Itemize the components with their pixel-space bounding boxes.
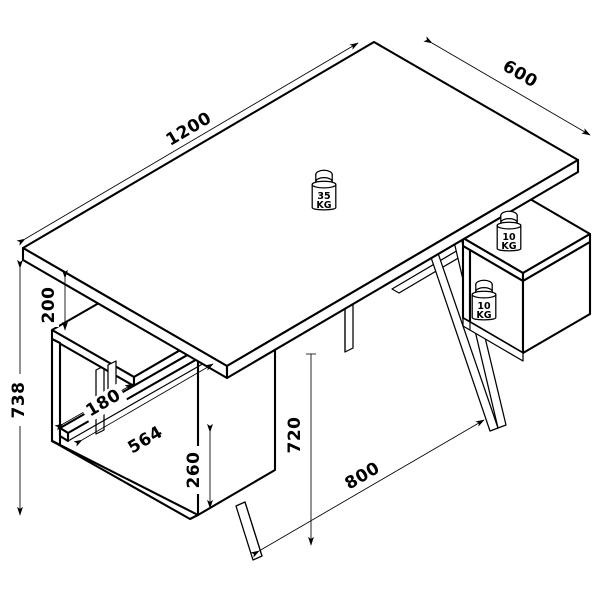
dim-label-720: 720 <box>285 417 305 454</box>
right-unit-lower-edge <box>462 317 471 323</box>
weight-body-top-ellipse <box>471 290 497 299</box>
load-unit-right-shelf: KG <box>476 310 491 321</box>
load-unit-desktop: KG <box>316 200 331 211</box>
dim-line-600 <box>423 36 591 136</box>
load-unit-right-top: KG <box>501 241 516 252</box>
dim-label-738: 738 <box>9 382 29 419</box>
right-unit-lower-board <box>462 317 524 362</box>
dim-label-260: 260 <box>184 452 204 489</box>
dim-line-1200 <box>16 42 359 246</box>
dim-label-bg-260 <box>184 446 205 494</box>
shelf-side-panel-left <box>50 337 62 447</box>
dim-label-bg-738 <box>9 374 30 426</box>
dim-line-564 <box>73 363 214 447</box>
dim-line-800 <box>250 419 485 558</box>
load-value-right-top: 10 <box>502 232 516 243</box>
load-value-right-shelf: 10 <box>477 301 491 312</box>
shelf-bottom-front-rail <box>50 439 200 521</box>
dimension-total-height-738: 738 <box>9 259 30 516</box>
right-shelf-unit <box>461 197 592 362</box>
right-unit-bottom-rear <box>522 313 591 354</box>
dim-label-bg-1200 <box>159 106 219 153</box>
weight-body-top-ellipse <box>311 180 337 189</box>
dim-label-bg-564 <box>118 418 174 463</box>
desktop-thickness-right <box>225 158 580 380</box>
dimension-desk-height-720: 720 <box>285 353 316 546</box>
dimension-shelf-height-260: 260 <box>184 423 213 509</box>
foot-left-front <box>235 501 263 561</box>
dim-label-200: 200 <box>39 287 59 324</box>
dim-label-bg-200 <box>39 283 59 327</box>
weight-body-top-ellipse <box>496 221 522 230</box>
dim-label-bg-800 <box>335 454 391 499</box>
dimension-gap-200: 200 <box>39 269 68 331</box>
load-marker-desktop: 35 KG <box>311 169 337 211</box>
load-marker-right-shelf: 10 KG <box>471 279 497 321</box>
dim-label-bg-600 <box>494 53 546 95</box>
load-marker-right-top: 10 KG <box>496 210 522 252</box>
